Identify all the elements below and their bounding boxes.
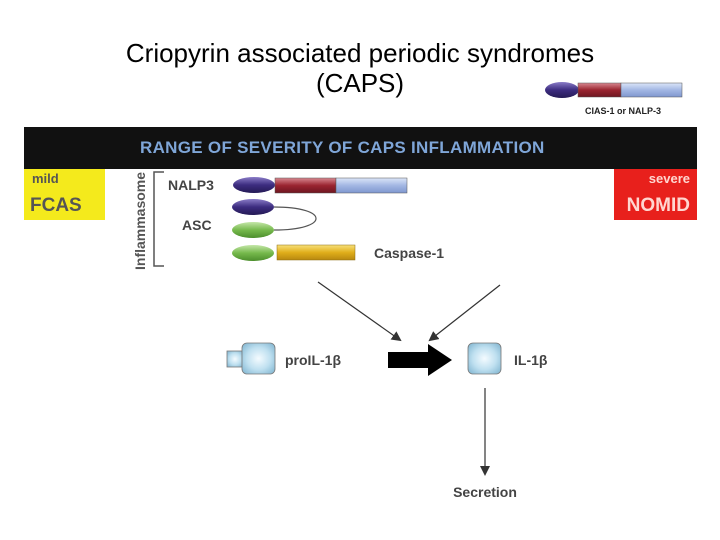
asc-label: ASC: [182, 217, 212, 233]
mild-panel: [24, 169, 105, 220]
il1b-molecule: [467, 342, 502, 375]
il1b-group: IL-1β: [467, 342, 548, 375]
pro-domain: [226, 350, 244, 368]
title-line-1: Criopyrin associated periodic syndromes: [125, 38, 595, 68]
nacht-domain-icon: [577, 82, 622, 98]
severe-label: severe: [649, 171, 690, 186]
asc-card-domain: [232, 222, 274, 238]
mild-label: mild: [32, 171, 59, 186]
severe-panel: [614, 169, 697, 220]
pro-il1b-group: proIL-1β: [226, 342, 341, 375]
legend-protein: CIAS-1 or NALP-3: [545, 82, 683, 116]
caspase1-label: Caspase-1: [374, 245, 444, 261]
caspase1-catalytic-domain: [276, 244, 356, 261]
title-line-2: (CAPS): [315, 68, 405, 98]
nalp3-nacht-domain: [274, 177, 337, 194]
page-title: Criopyrin associated periodic syndromes …: [0, 38, 720, 98]
lrr-domain-icon: [620, 82, 683, 98]
secretion-label: Secretion: [453, 484, 517, 500]
asc-pyrin-domain: [232, 199, 274, 215]
il1b-label: IL-1β: [514, 352, 548, 368]
cleavage-arrow: [388, 344, 452, 376]
legend-protein-label: CIAS-1 or NALP-3: [585, 106, 661, 116]
nomid-label: NOMID: [627, 195, 690, 216]
nalp3-pyrin-domain: [233, 177, 275, 193]
severity-banner: RANGE OF SEVERITY OF CAPS INFLAMMATION m…: [24, 127, 697, 220]
arrow-right-diagonal: [428, 284, 501, 342]
fcas-label: FCAS: [30, 195, 82, 216]
asc-linker: [273, 206, 317, 231]
arrow-left-diagonal: [317, 281, 402, 342]
inflammasome-group: Inflammasome NALP3 ASC Caspase-1: [132, 171, 444, 270]
inflammasome-bracket: [153, 171, 164, 267]
nalp3-lrr-domain: [335, 177, 408, 194]
pro-il1b-label: proIL-1β: [285, 352, 341, 368]
pro-il1b-molecule: [241, 342, 276, 375]
inflammasome-label: Inflammasome: [132, 172, 148, 270]
pyrin-domain-icon: [545, 82, 579, 98]
banner-bar: [24, 127, 697, 169]
nalp3-label: NALP3: [168, 177, 214, 193]
caspase1-card-domain: [232, 245, 274, 261]
banner-heading: RANGE OF SEVERITY OF CAPS INFLAMMATION: [140, 138, 545, 157]
